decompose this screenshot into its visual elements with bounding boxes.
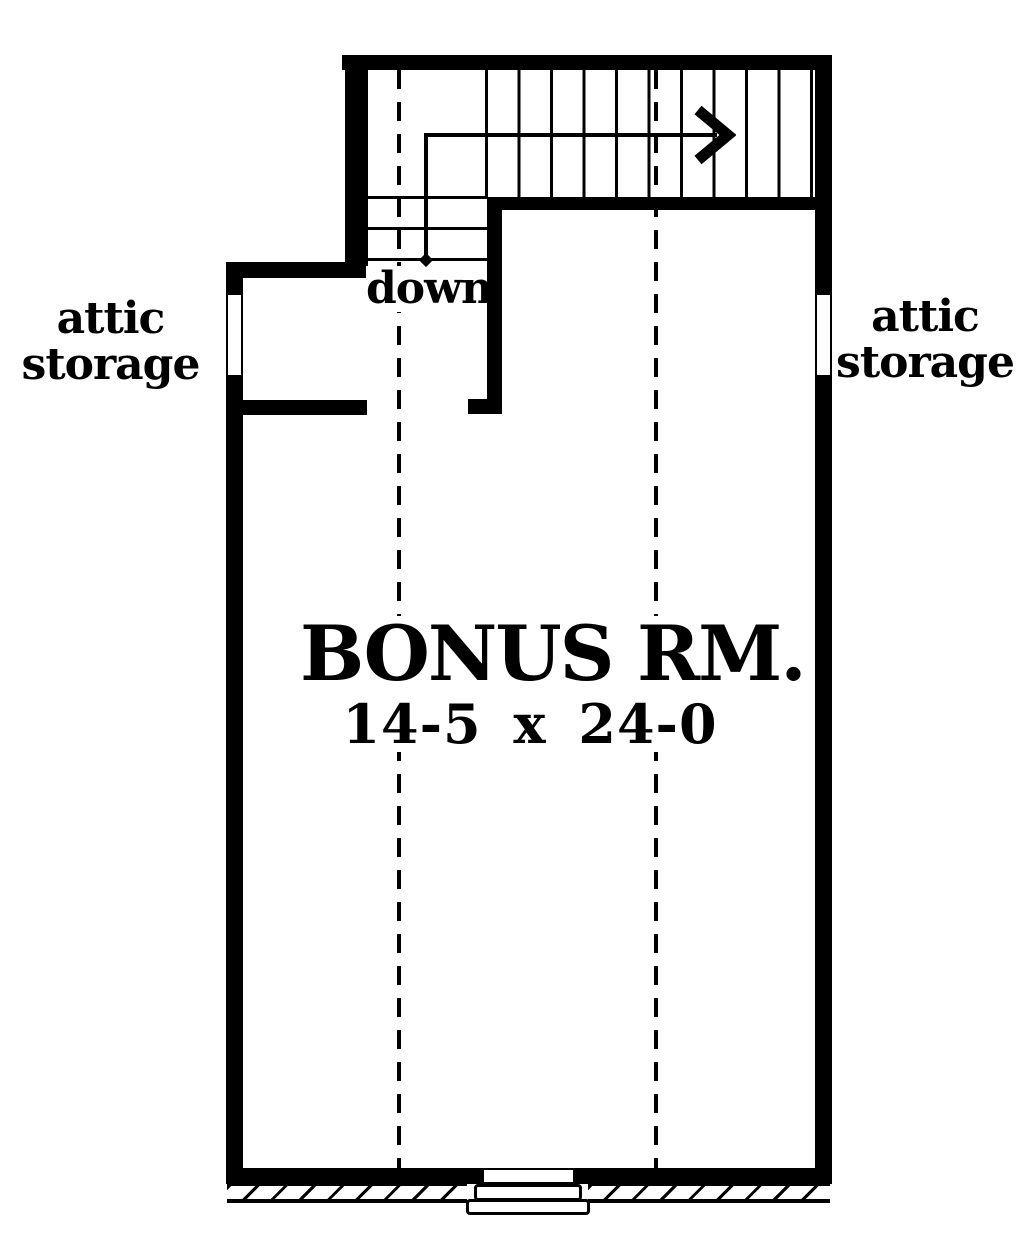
stair-enclosure-wall-left [345,55,368,278]
window-left [226,293,243,377]
exterior-wall-right [815,55,832,1184]
hatch-strip-left [227,1184,467,1203]
window-bottom [482,1168,575,1184]
hatch-strip-right [588,1184,830,1203]
attic-storage-label-right: attic storage [835,294,1015,386]
exterior-wall-top [342,55,832,70]
room-dimensions: 14-5 x 24-0 [342,692,718,756]
attic-label-line2: storage [836,336,1015,388]
room-label-block: BONUS RM. 14-5 x 24-0 [300,609,807,756]
stair-arrow-line-horizontal [424,133,717,137]
exterior-wall-left [226,262,243,1184]
attic-label-line1: attic [56,293,166,344]
attic-label-line2: storage [21,338,201,390]
stairwell-wall-foot [468,399,487,414]
room-name: BONUS RM. [300,609,807,698]
stair-arrow-head-icon [694,105,736,165]
interior-wall-below-stairs [487,197,815,210]
attic-storage-label-left: attic storage [18,296,203,388]
entry-step-lower [466,1199,590,1215]
attic-divider-wall [243,400,367,415]
window-right [815,293,832,377]
stairwell-wall [487,197,502,414]
stair-down-label: down [366,263,493,314]
attic-label-line1: attic [871,291,980,342]
stair-arrow-line-vertical [424,133,428,261]
exterior-wall-left-jog [226,262,368,278]
